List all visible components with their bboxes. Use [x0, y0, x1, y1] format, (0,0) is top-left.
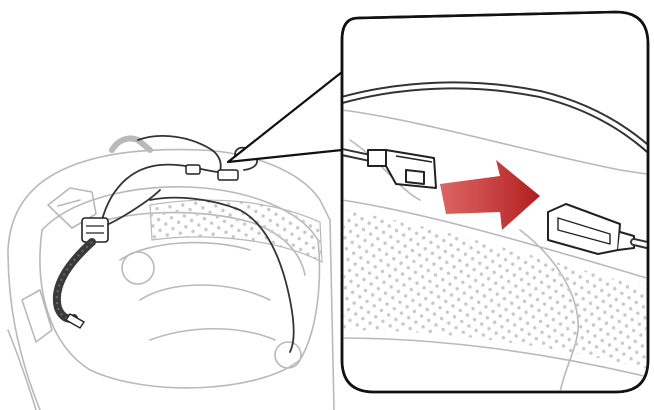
helmet-lower-bracket: [21, 289, 53, 343]
callout-padding-top-edge: [342, 199, 648, 283]
callout-padding-bottom-edge: [342, 337, 648, 381]
callout-padding-band: [342, 210, 648, 372]
helmet-top-clip: [109, 135, 153, 153]
helmet-side-bracket: [47, 187, 97, 229]
connection-arrow: [440, 160, 540, 230]
zoom-callout: [340, 10, 650, 394]
helmet-shell-outline: [7, 148, 335, 410]
helmet-cheek-pad-left: [121, 251, 155, 285]
helmet-cheek-pad-right: [274, 341, 302, 369]
zoom-callout-border: [340, 10, 650, 394]
callout-main-cable: [342, 81, 648, 164]
helmet-connector-female: [217, 169, 239, 181]
helmet-padding-band: [149, 199, 323, 264]
zoom-callout-pointer: [226, 70, 344, 164]
helmet-inner-rim: [39, 186, 321, 389]
cable-connector-female: [547, 203, 635, 255]
helmet-chin-line: [7, 329, 37, 410]
cable-connector-male: [367, 149, 437, 189]
helmet-connector-male: [185, 164, 201, 175]
callout-liner-edge: [342, 109, 648, 177]
boom-microphone: [52, 217, 109, 329]
